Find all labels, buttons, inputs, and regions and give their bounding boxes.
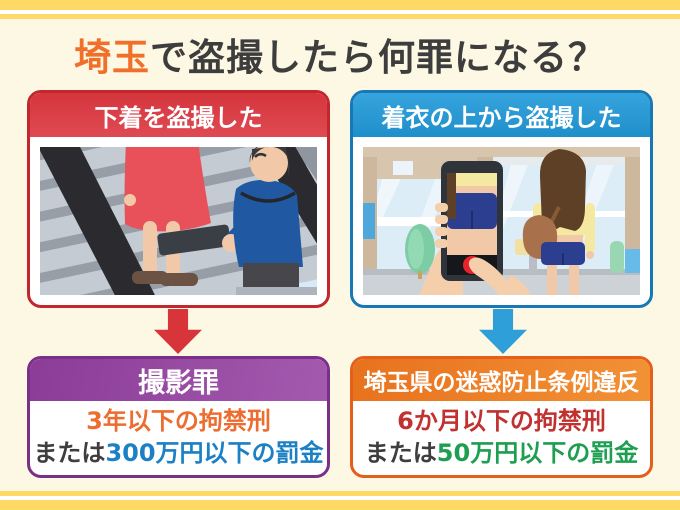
result-box-jorei-ihan: 埼玉県の迷惑防止条例違反 6か月以下の拘禁刑 または50万円以下の罰金: [350, 356, 653, 478]
case-panel-clothed: 着衣の上から盗撮した: [350, 90, 653, 308]
escalator-left-handrail: [40, 147, 155, 295]
case-illustration-wrap: [30, 137, 327, 305]
title-highlight: 埼玉: [74, 36, 150, 79]
escalator-right-handrail: [257, 147, 317, 244]
bottom-stripe-thick: [0, 500, 680, 510]
penalty-right-prefix: または: [364, 439, 437, 467]
right-down-arrow: [479, 309, 527, 354]
crime-name-left: 撮影罪: [30, 359, 327, 401]
penalty-left: 3年以下の拘禁刑 または300万円以下の罰金: [30, 401, 327, 475]
voyeur-man: [222, 147, 317, 295]
escalator-voyeur-illustration: [40, 147, 317, 295]
case-label-clothed: 着衣の上から盗撮した: [353, 93, 650, 137]
bottom-stripe-gap: [0, 496, 680, 500]
voyeur-phone: [157, 224, 231, 256]
page-title: 埼玉で盗撮したら何罪になる？: [0, 27, 680, 81]
crime-name-right: 埼玉県の迷惑防止条例違反: [353, 359, 650, 401]
penalty-right-line1: 6か月以下の拘禁刑: [397, 407, 606, 436]
left-down-arrow: [154, 309, 202, 354]
filming-hand-phone: [419, 161, 531, 295]
penalty-right-line2: または50万円以下の罰金: [365, 438, 638, 470]
top-stripe-gap: [0, 10, 680, 14]
penalty-left-prefix: または: [33, 439, 106, 467]
bottom-stripe-thin: [0, 491, 680, 496]
result-box-satsueizai: 撮影罪 3年以下の拘禁刑 または300万円以下の罰金: [27, 356, 330, 478]
top-stripe-thick: [0, 0, 680, 10]
case-illustration-wrap: [353, 137, 650, 305]
penalty-left-amount: 300万円以下の罰金: [105, 439, 324, 467]
title-rest: で盗撮したら何罪になる？: [150, 36, 606, 79]
penalty-right-amount: 50万円以下の罰金: [436, 439, 639, 467]
street-filming-illustration: [363, 147, 640, 295]
target-woman: [522, 149, 595, 295]
penalty-right: 6か月以下の拘禁刑 または50万円以下の罰金: [353, 401, 650, 475]
penalty-left-line2: または300万円以下の罰金: [33, 438, 323, 470]
top-stripe-thin: [0, 14, 680, 19]
case-label-underwear: 下着を盗撮した: [30, 93, 327, 137]
penalty-left-line1: 3年以下の拘禁刑: [86, 407, 271, 436]
case-panel-underwear: 下着を盗撮した: [27, 90, 330, 308]
